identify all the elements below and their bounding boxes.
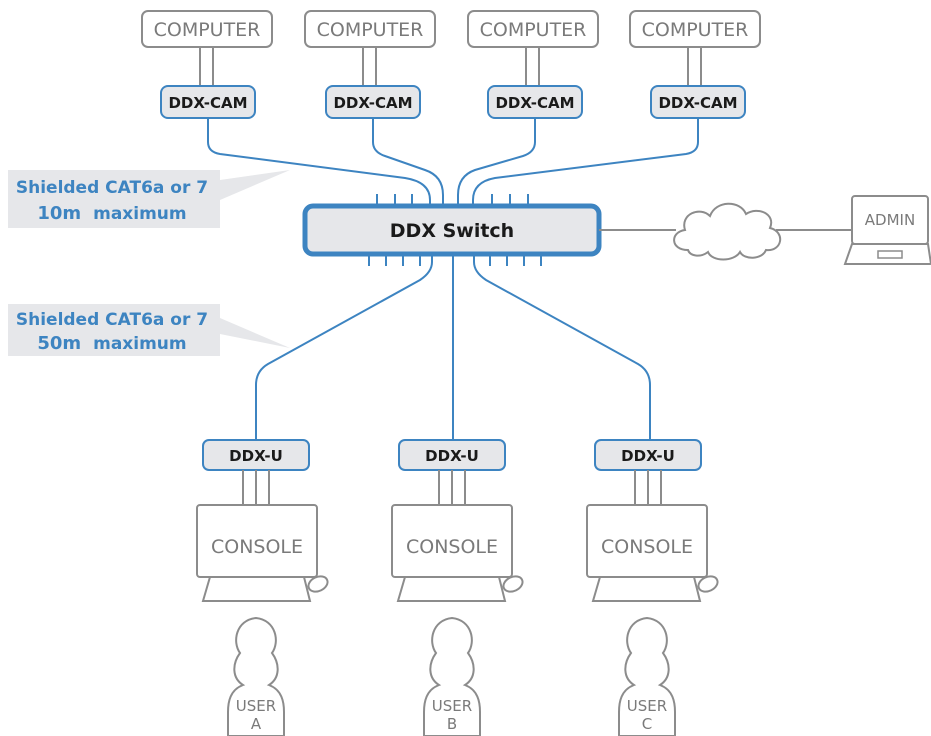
ddx-cam-1: DDX-CAM (160, 85, 256, 119)
mouse-icon (697, 575, 719, 593)
switch-label: DDX Switch (390, 220, 514, 242)
svg-text:50m maximum: 50m maximum (37, 333, 186, 354)
user-label-line1: USER (627, 697, 667, 715)
ddx-cam-2: DDX-CAM (325, 85, 421, 119)
admin-link (599, 202, 852, 261)
cable-callout-top: Shielded CAT6a or 7 10m maximum (8, 170, 290, 228)
user-icon (227, 616, 285, 736)
console-2: CONSOLE (391, 470, 524, 602)
user-b: USER B (423, 616, 481, 736)
admin-laptop: ADMIN (843, 195, 931, 265)
callout-top-line1: Shielded CAT6a or 7 (16, 178, 208, 198)
user-label-line2: A (251, 715, 262, 733)
callout-bottom-distance: 50m (37, 333, 81, 354)
ddx-cam-label: DDX-CAM (333, 94, 412, 112)
user-label-line1: USER (236, 697, 276, 715)
ddx-cam-4: DDX-CAM (650, 85, 746, 119)
ddx-u-label: DDX-U (621, 447, 675, 465)
user-a: USER A (227, 616, 285, 736)
computer-label: COMPUTER (154, 19, 261, 41)
cables-lower (255, 254, 651, 440)
user-label-line1: USER (432, 697, 472, 715)
ddx-cam-label: DDX-CAM (495, 94, 574, 112)
user-c: USER C (618, 616, 676, 736)
admin-label: ADMIN (865, 211, 915, 229)
ddx-u-3: DDX-U (594, 439, 702, 471)
computer-label: COMPUTER (642, 19, 749, 41)
ddx-cam-label: DDX-CAM (168, 94, 247, 112)
ddx-u-1: DDX-U (202, 439, 310, 471)
mouse-icon (502, 575, 524, 593)
ddx-u-label: DDX-U (229, 447, 283, 465)
computer-2: COMPUTER (304, 10, 436, 86)
computer-4: COMPUTER (629, 10, 761, 86)
computer-1: COMPUTER (141, 10, 273, 86)
callout-top-distance: 10m (37, 203, 81, 224)
ddx-u-label: DDX-U (425, 447, 479, 465)
keyboard-icon (396, 576, 507, 602)
user-icon (423, 616, 481, 736)
cables-upper (207, 118, 699, 206)
console-label: CONSOLE (406, 536, 498, 558)
console-1: CONSOLE (196, 470, 329, 602)
console-3: CONSOLE (586, 470, 719, 602)
computer-label: COMPUTER (480, 19, 587, 41)
ddx-u-2: DDX-U (398, 439, 506, 471)
console-label: CONSOLE (211, 536, 303, 558)
console-label: CONSOLE (601, 536, 693, 558)
keyboard-icon (591, 576, 702, 602)
cloud-icon (673, 202, 781, 261)
svg-text:10m maximum: 10m maximum (37, 203, 186, 224)
ddx-cam-label: DDX-CAM (658, 94, 737, 112)
mouse-icon (307, 575, 329, 593)
ddx-cam-3: DDX-CAM (487, 85, 583, 119)
user-icon (618, 616, 676, 736)
computer-label: COMPUTER (317, 19, 424, 41)
ddx-switch: DDX Switch (302, 203, 602, 257)
keyboard-icon (201, 576, 312, 602)
callout-bottom-line1: Shielded CAT6a or 7 (16, 310, 208, 330)
callout-bottom-suffix: maximum (93, 334, 187, 354)
user-label-line2: B (447, 715, 457, 733)
user-label-line2: C (642, 715, 652, 733)
cable-callout-bottom: Shielded CAT6a or 7 50m maximum (8, 304, 290, 356)
callout-top-suffix: maximum (93, 204, 187, 224)
computer-3: COMPUTER (467, 10, 599, 86)
